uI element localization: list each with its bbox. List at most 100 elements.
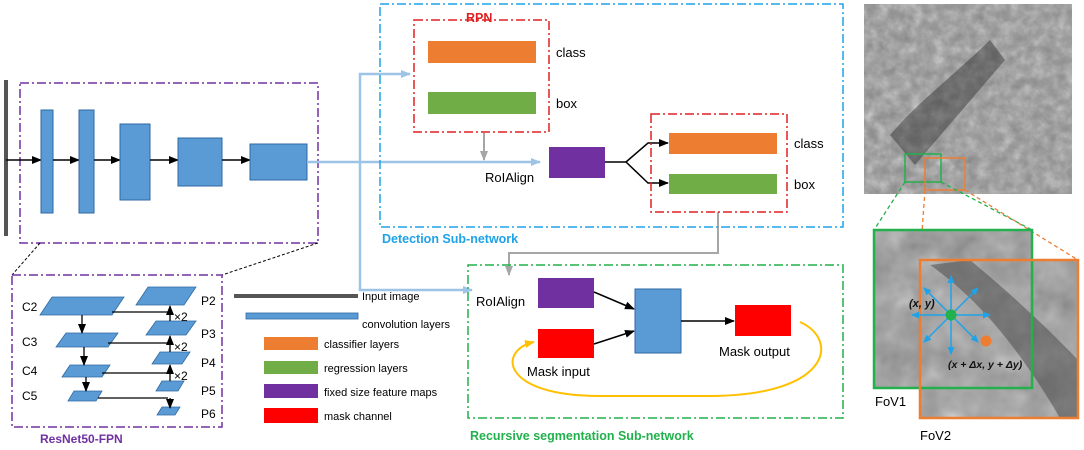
seg-merge-arrow: [593, 291, 635, 310]
legend-swatch-regression: [264, 361, 318, 374]
legend-label-regression: regression layers: [324, 363, 408, 375]
direction-arrow: [923, 314, 952, 343]
em-panel: (x, y) (x + Δx, y + Δy) FoV1 FoV2: [864, 4, 1080, 443]
fov2-image: [920, 260, 1078, 418]
legend-label-conv: convolution layers: [362, 319, 451, 331]
fov2-zoom-line: [964, 189, 1079, 261]
zoom-line-right: [221, 242, 319, 276]
fpn-label-p5: P5: [201, 384, 216, 398]
fpn-label-p2: P2: [201, 294, 216, 308]
direction-arrow: [950, 287, 979, 316]
fpn-label-c3: C3: [22, 335, 38, 349]
fov2-frame: [918, 258, 1080, 420]
mask-output-channel: [735, 305, 791, 336]
fpn-upsample-label: ×2: [174, 340, 188, 354]
em-image: [864, 4, 1072, 194]
fpn-p4-map: [151, 351, 191, 365]
rpn-title: RPN: [466, 11, 492, 25]
legend-swatch-conv: [245, 312, 359, 320]
rpn-box-layer: [428, 92, 536, 114]
segmentation-frame: [467, 264, 844, 419]
fpn-p6-map: [156, 406, 181, 416]
fov2-label: FoV2: [920, 428, 951, 443]
detection-class-layer: [669, 133, 777, 154]
fov2-center-point: [980, 335, 992, 347]
detection-frame: [379, 3, 844, 228]
segmentation-title: Recursive segmentation Sub-network: [470, 429, 694, 443]
seg-conv-block: [634, 288, 682, 354]
fpn-label-c4: C4: [22, 364, 38, 378]
fpn-c2-map: [39, 296, 125, 316]
direction-arrows: [911, 275, 991, 355]
detection-branch-arrow: [625, 139, 669, 163]
detection-subnetwork: Detection Sub-network RPN class box RoIA…: [379, 3, 844, 246]
coord-shift-label: (x + Δx, y + Δy): [948, 359, 1023, 371]
zoom-line-left: [11, 242, 41, 276]
detection-title: Detection Sub-network: [382, 232, 518, 246]
fov1-frame: [872, 228, 1034, 390]
fpn-frame: [11, 274, 223, 428]
legend-swatch-feature: [264, 384, 318, 398]
roialign-det-label: RoIAlign: [485, 170, 534, 185]
seg-merge-arrow: [593, 329, 635, 345]
conv-layer-3: [119, 123, 151, 201]
fpn-block: C2 C3 C4 C5 P2 P3 P4 P5 P6 ×2 ×2 ×2 ResN…: [11, 274, 223, 446]
detection-box-layer: [669, 174, 777, 194]
fov1-label: FoV1: [875, 394, 906, 409]
legend-label-mask: mask channel: [324, 411, 392, 423]
detection-head-frame: [650, 113, 788, 213]
segmentation-subnetwork: Recursive segmentation Sub-network RoIAl…: [467, 264, 844, 443]
fpn-p3-map: [145, 320, 197, 336]
fov1-center-point: [945, 309, 957, 321]
coord-xy-label: (x, y): [909, 298, 935, 310]
legend: Input image convolution layers classifie…: [234, 291, 451, 423]
legend-label-classifier: classifier layers: [324, 339, 400, 351]
detection-box-label: box: [794, 177, 815, 192]
detection-class-label: class: [794, 136, 824, 151]
backbone-to-rpn-arrow: [307, 70, 411, 164]
backbone-to-seg-arrow: [358, 162, 473, 294]
mask-output-label: Mask output: [719, 344, 790, 359]
recursion-arrow: [511, 321, 823, 397]
rpn-class-layer: [428, 41, 536, 63]
em-membrane-band: [890, 40, 1005, 165]
rpn-frame: [413, 19, 550, 133]
fpn-c4-map: [61, 364, 111, 378]
fpn-label-p4: P4: [201, 356, 216, 370]
conv-layer-1: [40, 109, 54, 214]
backbone-title: ResNet50-FPN: [40, 432, 123, 446]
mask-input-channel: [538, 329, 594, 358]
fpn-label-c5: C5: [22, 389, 38, 403]
legend-swatch-classifier: [264, 337, 318, 350]
fov1-zoom-line: [940, 181, 1033, 231]
mask-input-label: Mask input: [527, 364, 590, 379]
fpn-upsample-label: ×2: [174, 369, 188, 383]
legend-swatch-mask: [264, 408, 318, 423]
fpn-label-c2: C2: [22, 300, 38, 314]
direction-arrow: [923, 287, 952, 316]
fpn-p2-map: [135, 286, 197, 306]
fpn-c3-map: [55, 332, 119, 348]
rpn-box-label: box: [556, 96, 577, 111]
detection-feature-map: [549, 147, 605, 178]
seg-feature-map: [538, 278, 594, 308]
legend-label-feature: fixed size feature maps: [324, 387, 438, 399]
conv-layer-4: [177, 137, 223, 187]
backbone-block: [4, 80, 319, 276]
fov1-outline-small: [904, 153, 942, 183]
fov1-zoom-line: [873, 181, 906, 231]
conv-layer-2: [78, 109, 95, 214]
fpn-upsample-label: ×2: [174, 310, 188, 324]
fov2-outline-small: [924, 157, 966, 191]
roialign-seg-label: RoIAlign: [476, 294, 525, 309]
fpn-c5-map: [67, 390, 103, 402]
detection-to-seg-arrow: [505, 212, 719, 276]
fpn-p5-map: [155, 380, 185, 392]
rpn-class-label: class: [556, 45, 586, 60]
fpn-label-p6: P6: [201, 407, 216, 421]
connectors: [307, 70, 719, 294]
fov-membrane-band: [930, 260, 1078, 418]
direction-arrow: [950, 314, 979, 343]
legend-label-input: Input image: [362, 291, 419, 303]
